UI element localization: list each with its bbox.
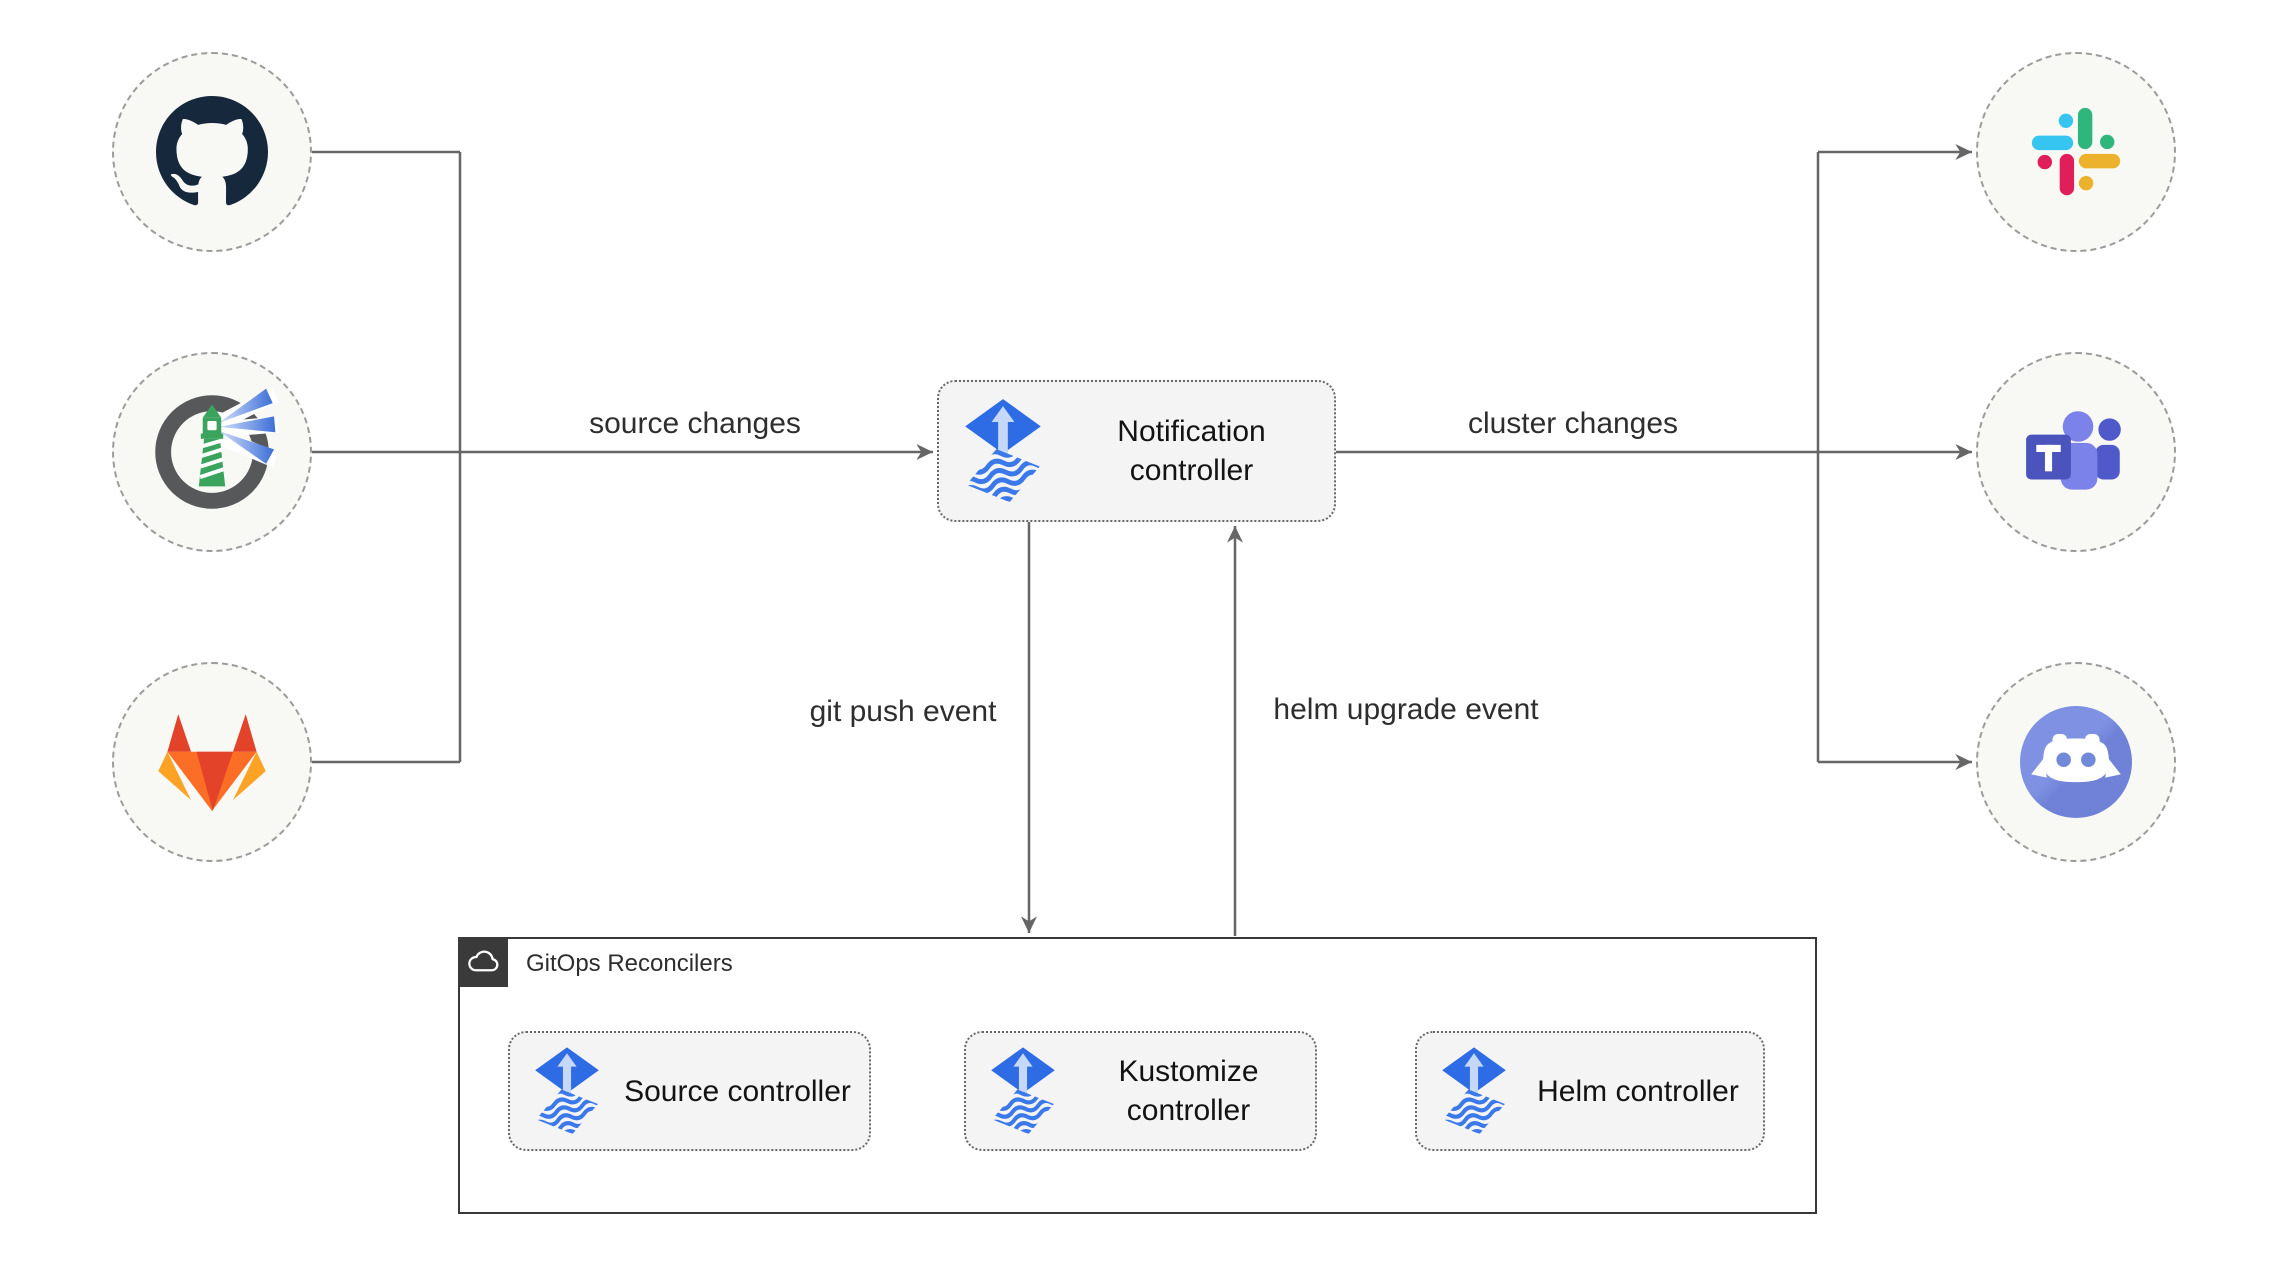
kustomize-controller-node: Kustomize controller: [964, 1031, 1317, 1151]
cloud-icon: [467, 950, 498, 971]
gitlab-icon: [158, 713, 266, 811]
gitops-reconcilers-group: GitOps Reconcilers Source controller Kus…: [457, 936, 1817, 1214]
harbor-node: [112, 352, 312, 552]
kustomize-controller-label: Kustomize controller: [1118, 1055, 1259, 1127]
harbor-icon: [155, 386, 278, 509]
flux-icon: [986, 1047, 1060, 1135]
group-title: GitOps Reconcilers: [526, 950, 733, 977]
edge-label-git-push-event: git push event: [809, 695, 997, 728]
helm-controller-label: Helm controller: [1537, 1074, 1739, 1108]
source-controller-node: Source controller: [508, 1031, 871, 1151]
edge-label-cluster-changes: cluster changes: [1467, 407, 1679, 440]
flux-icon: [959, 399, 1047, 503]
slack-icon: [2031, 107, 2121, 196]
ms-teams-icon: [2026, 410, 2121, 490]
discord-icon: [2020, 706, 2132, 818]
edge-label-source-changes: source changes: [589, 407, 801, 440]
group-header-badge: [457, 936, 508, 987]
source-controller-label: Source controller: [624, 1074, 851, 1108]
helm-controller-node: Helm controller: [1415, 1031, 1765, 1151]
slack-node: [1976, 52, 2176, 252]
discord-node: [1976, 662, 2176, 862]
edge-label-helm-upgrade-event: helm upgrade event: [1273, 693, 1539, 726]
gitlab-node: [112, 662, 312, 862]
notification-controller-label: Notification controller: [1117, 415, 1266, 487]
notification-controller-node: Notification controller: [937, 380, 1336, 522]
github-node: [112, 52, 312, 252]
flux-icon: [530, 1047, 604, 1135]
github-icon: [156, 96, 268, 206]
flux-icon: [1437, 1047, 1511, 1135]
ms-teams-node: [1976, 352, 2176, 552]
